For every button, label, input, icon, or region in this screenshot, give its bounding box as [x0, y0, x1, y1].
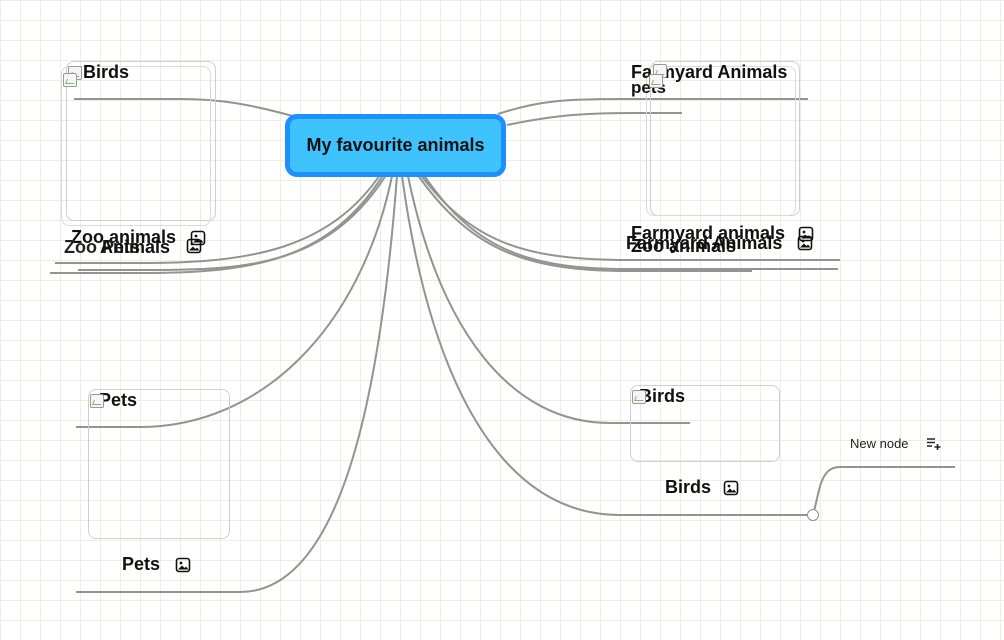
image-frame-birds-right[interactable] [630, 385, 780, 462]
broken-image-farmyard: Farmyard Animals [631, 62, 787, 83]
broken-image-icon [90, 393, 104, 408]
image-frame-zoo[interactable] [61, 66, 211, 226]
edge-root-pets-right [506, 112, 682, 126]
edge-birds-new-node [812, 466, 955, 516]
root-node[interactable]: My favourite animals [285, 114, 506, 177]
edge-root-farmyard-lower-2 [422, 173, 838, 270]
root-node-label: My favourite animals [306, 135, 485, 155]
node-label-pets[interactable]: Pets [122, 554, 161, 574]
collapse-toggle[interactable] [807, 509, 819, 521]
image-icon[interactable] [797, 235, 813, 251]
image-alt-text: Pets [99, 390, 138, 410]
edge-root-farmyard [497, 98, 808, 115]
edge-root-birds-right [407, 175, 690, 424]
edge-root-pets-bottom-left [76, 175, 398, 593]
image-icon[interactable] [175, 557, 191, 573]
image-alt-text: Birds [83, 62, 130, 82]
node-label-new-node[interactable]: New node [850, 436, 909, 451]
node-label-zoo-pets[interactable]: Zoo Pets [64, 237, 141, 257]
broken-image-birds: Birds [68, 62, 129, 83]
node-label-farmyard-animals[interactable]: Farmyard Animals [626, 233, 783, 253]
image-frame-pets-left[interactable] [88, 389, 230, 539]
node-label-birds[interactable]: Birds [665, 477, 712, 497]
broken-image-icon [63, 73, 77, 92]
edge-root-zoo-right [416, 173, 752, 272]
edge-root-zoo-left-1 [55, 171, 383, 264]
broken-image-birds-right: Birds [632, 386, 685, 407]
edge-root-zoo-left-3 [78, 171, 389, 271]
broken-image-icon [632, 389, 646, 404]
add-note-icon[interactable] [925, 435, 941, 451]
edge-root-pets-left [76, 175, 393, 428]
image-frame-pets[interactable] [646, 66, 796, 216]
image-icon[interactable] [723, 480, 739, 496]
node-label-animals[interactable]: Animals [100, 237, 171, 257]
image-alt-text: Farmyard Animals [631, 62, 788, 82]
broken-image-icon [649, 74, 663, 93]
image-icon[interactable] [186, 238, 202, 254]
image-alt-text: Birds [639, 386, 686, 406]
edge-root-birds-upper-left [74, 98, 301, 119]
broken-image-pets-left: Pets [90, 390, 137, 411]
node-label-farmyard-animals-lower[interactable]: Farmyard animals [631, 223, 786, 243]
node-label-zoo-animals-right[interactable]: Zoo animals [631, 236, 737, 256]
node-label-zoo-animals[interactable]: Zoo animals [71, 227, 177, 247]
edge-root-birds-bottom-right [401, 175, 808, 516]
image-frame-birds[interactable] [66, 61, 216, 221]
